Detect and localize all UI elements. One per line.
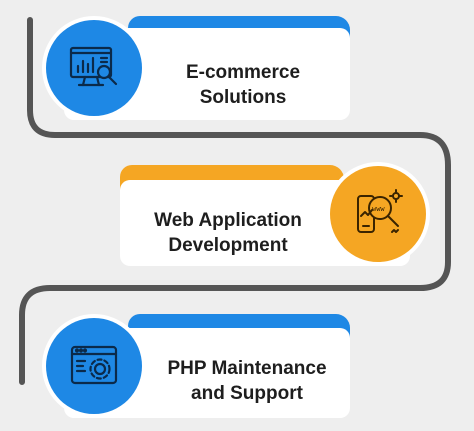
step-3-line-1: PHP Maintenance xyxy=(167,358,327,379)
step-2-icon-circle: www xyxy=(330,166,426,262)
step-2-line-2: Development xyxy=(168,235,288,256)
browser-gear-icon xyxy=(70,345,118,385)
step-1-line-1: E-commerce xyxy=(185,62,301,83)
step-1-icon-circle xyxy=(46,20,142,116)
step-3-label: PHP Maintenance and Support xyxy=(148,356,346,406)
step-3-icon-circle xyxy=(46,318,142,414)
svg-text:www: www xyxy=(372,205,385,213)
web-search-tools-icon: www xyxy=(357,189,403,233)
analytics-monitor-icon xyxy=(69,46,118,87)
step-1-label: E-commerce Solutions xyxy=(148,60,338,110)
step-2-line-1: Web Application xyxy=(154,210,302,231)
step-3-line-2: and Support xyxy=(191,383,303,404)
step-1-line-2: Solutions xyxy=(199,87,287,108)
step-2-label: Web Application Development xyxy=(128,208,328,258)
